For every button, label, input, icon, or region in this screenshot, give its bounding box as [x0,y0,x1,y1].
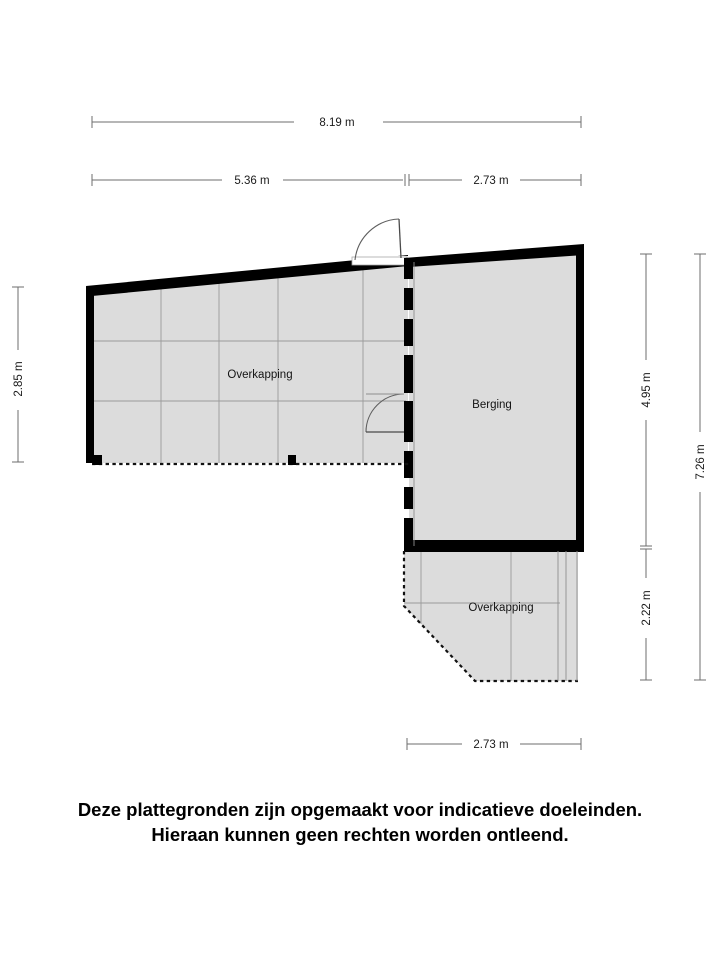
overkapping-top-floor [92,262,408,463]
dashed-edge-bottom-overkapping [402,551,578,683]
wall-berging-top [404,244,584,267]
wall-seg-left-5 [404,401,413,442]
dimension-right-inner-upper-label: 4.95 m [641,372,653,407]
wall-seg-left-4 [404,355,413,393]
wall-seg-left-3 [404,319,413,346]
wall-left-exterior [86,286,94,463]
wall-berging-bottom [404,540,584,552]
dimension-top-left-segment-label: 5.36 m [234,175,269,187]
wall-seg-left-1 [404,258,413,279]
room-label-berging: Berging [472,399,512,411]
dimension-top-overall: 8.19 m [91,116,582,129]
dimension-left-height: 2.85 m [12,286,25,463]
canopy-post-1 [93,455,102,465]
wall-seg-left-7 [404,487,413,509]
overkapping-top-grid [92,267,406,463]
dimension-top-left-segment: 5.36 m [91,174,406,187]
door-leaf-top [398,218,402,259]
door-opening-top [352,256,408,265]
dimension-bottom-width-label: 2.73 m [473,739,508,751]
overkapping-bottom-open-edges [402,551,578,683]
door-swing-arc-interior [365,393,405,433]
wall-top-slanted [86,255,408,296]
door-swing-arc-top [354,218,400,261]
dimension-right-outer-total: 7.26 m [694,253,707,681]
dimension-right-inner-lower: 2.22 m [640,548,653,681]
dimension-top-right-segment-label: 2.73 m [473,175,508,187]
exterior-door-top [351,218,408,266]
berging-floor [409,250,578,546]
overkapping-top-open-edge [92,455,409,466]
wall-seg-left-6 [404,451,413,478]
dimension-left-height-label: 2.85 m [13,361,25,396]
room-label-overkapping-top: Overkapping [227,369,292,381]
overkapping-bottom-grid [404,551,560,681]
wall-seg-left-8 [404,518,413,546]
dimension-top-right-segment: 2.73 m [408,174,582,187]
wall-berging-right [576,244,584,552]
dimension-right-outer-total-label: 7.26 m [695,444,707,479]
overkapping-bottom-floor [404,550,578,681]
canopy-post-2 [288,455,296,465]
wall-seg-left-2 [404,288,413,310]
disclaimer-line-1: Deze plattegronden zijn opgemaakt voor i… [78,799,642,820]
disclaimer-line-2: Hieraan kunnen geen rechten worden ontle… [151,824,568,845]
dimension-right-inner-lower-label: 2.22 m [641,590,653,625]
room-label-overkapping-bottom: Overkapping [468,602,533,614]
dimension-bottom-width: 2.73 m [406,738,582,751]
dimension-right-inner-upper: 4.95 m [640,253,653,547]
wall-berging-left-segmented [404,258,415,546]
interior-door [365,393,405,433]
dimension-top-overall-label: 8.19 m [319,117,354,129]
